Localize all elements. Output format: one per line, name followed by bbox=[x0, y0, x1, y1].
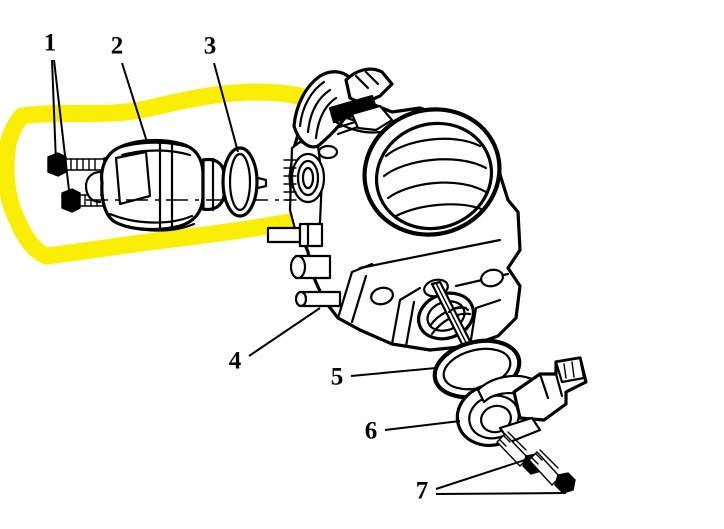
leader-line-5-1 bbox=[350, 367, 437, 377]
leader-line-7-1 bbox=[435, 457, 532, 490]
callout-number-2: 2 bbox=[111, 33, 124, 60]
callout-number-4: 4 bbox=[229, 348, 242, 375]
throttle-bore-opening bbox=[362, 107, 502, 237]
screw-b-item7 bbox=[528, 449, 576, 494]
callout-number-1: 1 bbox=[44, 30, 57, 57]
callout-numbers: 1 2 3 4 56 7 bbox=[44, 30, 429, 505]
throttle-position-sensor bbox=[455, 356, 588, 448]
callout-number-6: 6 bbox=[365, 418, 378, 445]
vacuum-port-nipples bbox=[266, 222, 342, 308]
leader-line-1-1 bbox=[51, 59, 57, 164]
iac-mounting-face bbox=[283, 140, 326, 244]
leader-line-3-1 bbox=[213, 62, 239, 153]
tps-attaching-screws bbox=[496, 431, 576, 494]
callout-number-7: 7 bbox=[416, 478, 429, 505]
leader-line-7-2 bbox=[435, 492, 567, 495]
iac-valve-o-ring bbox=[221, 146, 259, 218]
leader-line-6-1 bbox=[384, 420, 461, 431]
callout-leader-lines bbox=[51, 59, 567, 495]
throttle-lever-cam bbox=[292, 67, 394, 160]
callout-number-5: 5 bbox=[331, 364, 344, 391]
leader-line-2-1 bbox=[121, 62, 148, 143]
throttle-body-casting bbox=[266, 67, 522, 430]
leader-line-1-2 bbox=[53, 59, 71, 200]
leader-line-4-1 bbox=[248, 307, 321, 357]
callout-number-3: 3 bbox=[204, 33, 217, 60]
